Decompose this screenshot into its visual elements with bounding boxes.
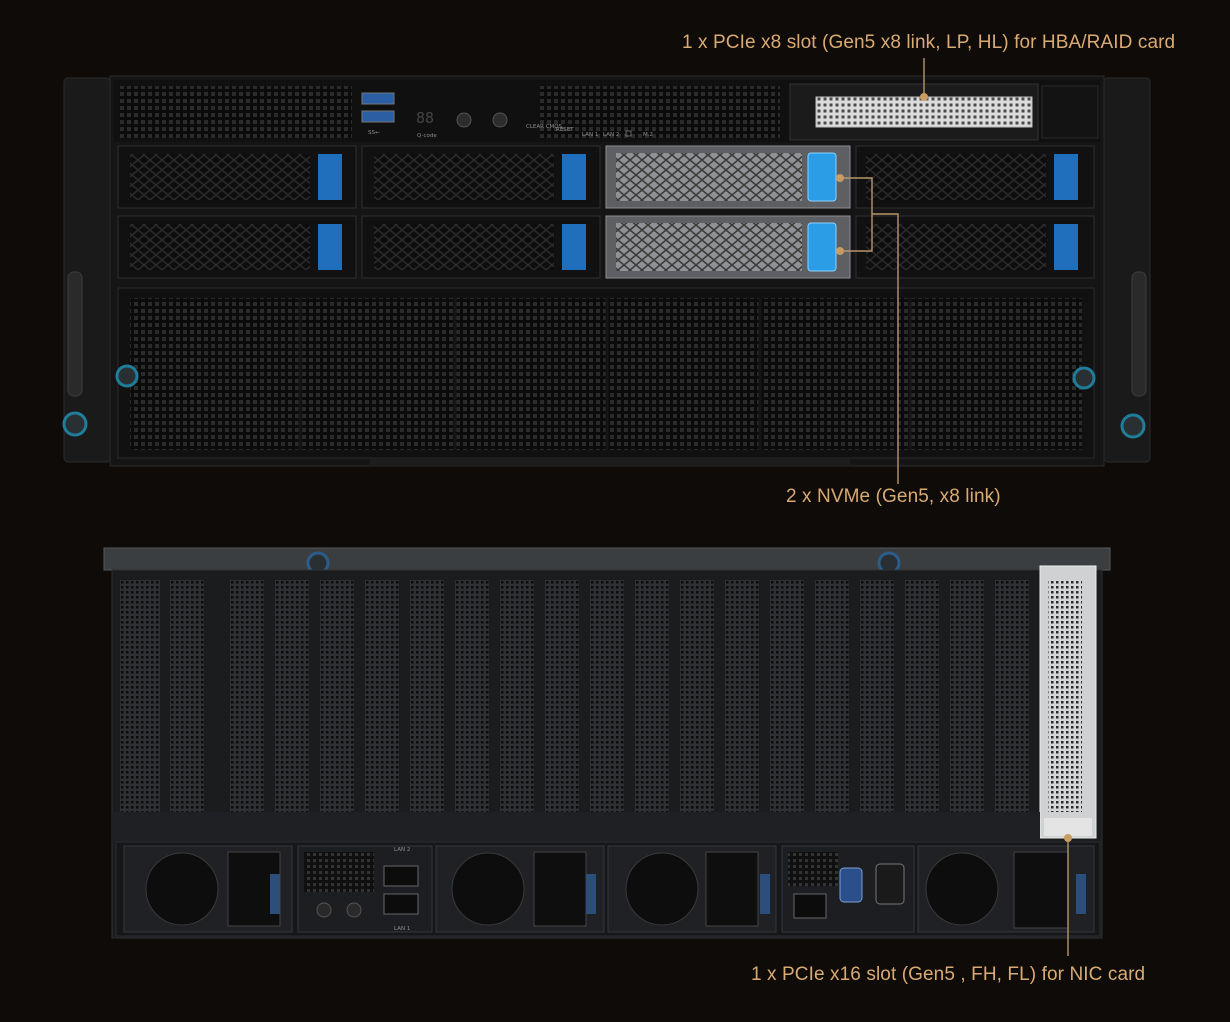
power-inlet[interactable] bbox=[533, 851, 587, 927]
id-button[interactable] bbox=[492, 112, 508, 128]
nvme-callout: 2 x NVMe (Gen5, x8 link) bbox=[786, 486, 1001, 507]
drive-latch-icon[interactable] bbox=[318, 154, 342, 200]
q-code-display: 88 bbox=[416, 109, 434, 127]
hba-raid-slot-callout: 1 x PCIe x8 slot (Gen5 x8 link, LP, HL) … bbox=[682, 32, 1176, 53]
power-button[interactable] bbox=[456, 112, 472, 128]
front-vent-left bbox=[120, 86, 352, 138]
nvme-leader-dot-2 bbox=[836, 247, 844, 255]
hba-leader-dot bbox=[920, 93, 928, 101]
power-inlet[interactable] bbox=[1013, 851, 1069, 929]
psu-fan-icon bbox=[451, 852, 525, 926]
reset-label: RESET bbox=[556, 127, 574, 133]
drive-latch-icon[interactable] bbox=[318, 224, 342, 270]
nvme-leader-dot-1 bbox=[836, 174, 844, 182]
drive-latch-icon[interactable] bbox=[562, 224, 586, 270]
lan-port-2[interactable] bbox=[383, 865, 419, 887]
nic-slot-callout: 1 x PCIe x16 slot (Gen5 , FH, FL) for NI… bbox=[751, 964, 1146, 985]
rear-left-vent bbox=[120, 580, 160, 812]
mgmt-lan-port[interactable] bbox=[793, 893, 827, 919]
leader-lines bbox=[836, 58, 1072, 956]
drive-latch-icon[interactable] bbox=[1054, 154, 1078, 200]
rear-chassis: LAN 2 LAN 1 bbox=[103, 547, 1111, 939]
pcie-slot-covers bbox=[170, 580, 1029, 812]
hdd-led-icon bbox=[625, 130, 632, 137]
serial-port[interactable] bbox=[875, 863, 905, 905]
drive-bays bbox=[117, 145, 1095, 279]
lan1-led-label: LAN 1 bbox=[582, 132, 598, 138]
drive-latch-icon[interactable] bbox=[1054, 224, 1078, 270]
rear-lan2-label: LAN 2 bbox=[394, 847, 410, 853]
lan2-led-label: LAN 2 bbox=[603, 132, 619, 138]
left-handle[interactable] bbox=[67, 271, 83, 397]
front-chassis: SS← 88 Q-code CLEAR CMOS RESET LAN 1 LAN… bbox=[62, 75, 1151, 467]
thumbscrew-icon[interactable] bbox=[115, 364, 139, 388]
vga-port[interactable] bbox=[839, 867, 863, 903]
rear-lan1-label: LAN 1 bbox=[394, 926, 410, 932]
m2-led-label: M.2 bbox=[643, 132, 653, 138]
usb-port-1[interactable] bbox=[361, 92, 395, 105]
thumbscrew-icon[interactable] bbox=[62, 411, 88, 437]
power-inlet[interactable] bbox=[705, 851, 759, 927]
nvme-leader-stem bbox=[872, 213, 899, 484]
q-code-label: Q-code bbox=[417, 133, 437, 139]
nvme-latch-icon[interactable] bbox=[807, 152, 837, 202]
drive-latch-icon[interactable] bbox=[562, 154, 586, 200]
front-vent-mid bbox=[540, 86, 780, 138]
left-rack-ear bbox=[63, 77, 111, 463]
thumbscrew-icon[interactable] bbox=[1120, 413, 1146, 439]
psu-fan-icon bbox=[625, 852, 699, 926]
clear-cmos-label: CLEAR CMOS bbox=[526, 124, 563, 130]
psu-fan-icon bbox=[925, 852, 999, 926]
rear-top-rail bbox=[103, 547, 1111, 571]
lan-port-1[interactable] bbox=[383, 893, 419, 915]
psu-fan-icon bbox=[145, 852, 219, 926]
thumbscrew-icon[interactable] bbox=[1072, 366, 1096, 390]
hba-raid-slot[interactable] bbox=[815, 96, 1033, 128]
usb-port-2[interactable] bbox=[361, 110, 395, 123]
nvme-latch-icon[interactable] bbox=[807, 222, 837, 272]
usb-label: SS← bbox=[368, 130, 380, 136]
right-rack-ear bbox=[1103, 77, 1151, 463]
right-handle[interactable] bbox=[1131, 271, 1147, 397]
nic-leader-dot bbox=[1064, 834, 1072, 842]
